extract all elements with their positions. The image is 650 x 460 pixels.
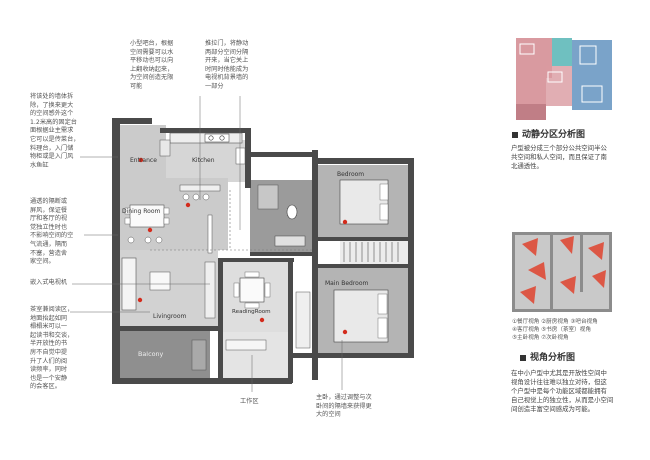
tv-wall bbox=[204, 261, 216, 319]
closet-floor bbox=[340, 240, 410, 264]
note-sliding-door: 推拉门，将静动 两部分空间分隔 开来，当它关上 时同时他能成为 电视机背景墙的 … bbox=[205, 40, 249, 90]
stove bbox=[204, 133, 230, 143]
tea-table bbox=[239, 277, 265, 303]
kitchen-floor bbox=[166, 140, 246, 182]
note-partition: 通透的隔断或 屏风，保证餐 厅和客厅的视 觉独立性时也 不影响空间的空 气流通，… bbox=[30, 198, 74, 266]
legend-line-2: ④客厅视角 ⑤书房（茶室）视角 bbox=[512, 327, 591, 333]
room-balcony: Balcony bbox=[138, 350, 164, 358]
kitchen-sink bbox=[235, 147, 246, 165]
note-wall-removal: 将该处的墙体拆 除，了换来更大 的空间感外这个 1.2米高的固定台 面根据业主需… bbox=[30, 93, 80, 169]
room-main-bedroom: Main Bedroom bbox=[325, 280, 369, 287]
room-living: Livingroom bbox=[153, 313, 187, 320]
toilet bbox=[286, 204, 298, 220]
sightline-title: 视角分析图 bbox=[520, 350, 575, 363]
dining-table bbox=[129, 204, 165, 228]
legend-line-3: ⑤主卧视角 ⑦次卧视角 bbox=[512, 335, 569, 341]
note-tv: 嵌入式电视机 bbox=[30, 279, 68, 286]
room-entrance: Entrance bbox=[130, 157, 157, 164]
work-desk bbox=[225, 339, 267, 351]
room-kitchen: Kitchen bbox=[192, 157, 215, 164]
note-bar: 小型吧台，根据 空间需要可以水 平移动也可以向 上翻收纳起来， 为空间创造无限 … bbox=[130, 40, 174, 90]
room-reading: ReadingRoom bbox=[232, 309, 271, 315]
note-tea-reading: 茶室兼阅读区， 地面抬起如同 榻榻米可以一 起读书和交谈， 半开放性的书 房不自… bbox=[30, 306, 74, 391]
zoning-desc: 户型被分成三个部分公共空间半公 共空间和私人空间，而且保证了南 北通透性。 bbox=[511, 144, 607, 170]
legend-line-1: ①餐厅视角 ②厨房视角 ③吧台视角 bbox=[512, 319, 598, 325]
note-main-bed: 主卧，通过调整与次 卧间的隔墙来获得更 大的空间 bbox=[316, 394, 372, 419]
balcony-plant bbox=[191, 339, 207, 371]
fridge bbox=[159, 139, 171, 157]
zoning-title: 动静分区分析图 bbox=[512, 127, 585, 140]
work-floor bbox=[222, 332, 292, 380]
room-bedroom: Bedroom bbox=[337, 171, 364, 178]
note-work-area: 工作区 bbox=[240, 398, 259, 405]
shower bbox=[257, 184, 279, 210]
sightline-legend: ①餐厅视角 ②厨房视角 ③吧台视角 ④客厅视角 ⑤书房（茶室）视角 ⑤主卧视角 … bbox=[512, 318, 598, 342]
wash-basin bbox=[274, 235, 306, 247]
wardrobe bbox=[295, 291, 311, 349]
coffee-table bbox=[149, 271, 171, 291]
sightline-desc: 在中小户型中尤其是开放性空间中 视角设计往往难以独立对待，但这 个户型中是每个功… bbox=[511, 369, 614, 413]
partition bbox=[207, 214, 213, 254]
room-dining: Dining Room bbox=[122, 208, 161, 215]
